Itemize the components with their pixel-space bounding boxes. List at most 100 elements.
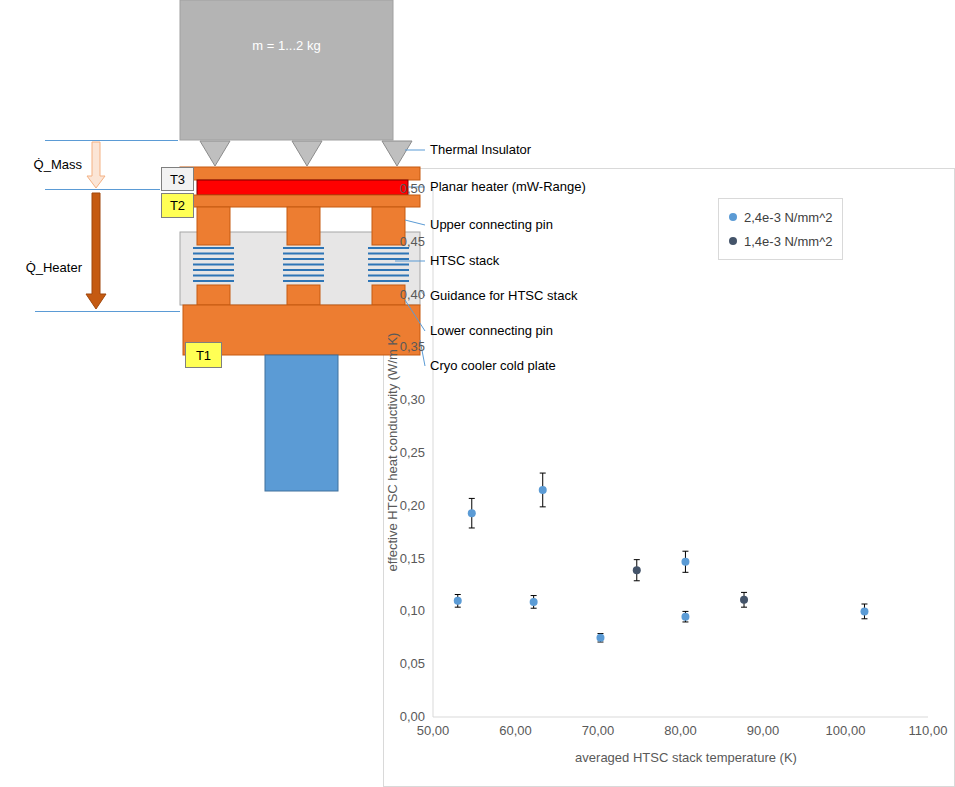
- chart-frame: [384, 169, 955, 787]
- error-bar: [861, 604, 867, 619]
- node-text: T3: [170, 172, 185, 187]
- tick-label: 0,20: [400, 498, 425, 514]
- axis-title: effective HTSC heat conductivity (W/m K): [385, 333, 401, 572]
- data-point: [530, 598, 538, 606]
- htsc-tape: [283, 258, 324, 260]
- heat-flow-arrow: [86, 193, 106, 309]
- reference-line: [45, 189, 160, 190]
- error-bar: [455, 595, 461, 608]
- htsc-tape: [283, 263, 324, 265]
- htsc-tape: [368, 280, 409, 282]
- sensor-box: T3: [161, 167, 194, 191]
- htsc-tape: [193, 263, 234, 265]
- upper-connecting-pin: [287, 207, 320, 245]
- error-bar: [741, 592, 747, 607]
- part-label: Planar heater (mW-Range): [430, 179, 586, 195]
- error-bar: [597, 634, 603, 642]
- x-axis: [433, 717, 928, 718]
- node-text: m = 1...2 kg: [252, 38, 320, 53]
- tick-label: 90,00: [747, 723, 780, 739]
- lower-connecting-pin: [287, 285, 320, 305]
- part-label: Lower connecting pin: [430, 323, 553, 339]
- htsc-tape: [283, 269, 324, 271]
- error-bar: [682, 611, 688, 622]
- error-bar: [531, 596, 537, 609]
- cryo-cooler: [265, 355, 338, 491]
- heat-flow-arrow: [87, 142, 105, 188]
- part-label: Upper connecting pin: [430, 217, 553, 233]
- chart-legend: 2,4e-3 N/mm^2 1,4e-3 N/mm^2: [718, 198, 843, 260]
- htsc-tape: [193, 252, 234, 254]
- htsc-tape: [193, 280, 234, 282]
- upper-connecting-pin: [197, 207, 230, 245]
- sensor-box: T2: [161, 193, 194, 218]
- legend-entry: 2,4e-3 N/mm^2: [729, 205, 832, 229]
- node-text: T1: [196, 348, 211, 363]
- tick-label: 0,15: [400, 551, 425, 567]
- data-point: [740, 596, 748, 604]
- heater-base-plate: [180, 195, 420, 207]
- tick-label: 0,00: [400, 709, 425, 725]
- legend-swatch: [729, 237, 737, 245]
- thermal-insulator: [200, 141, 230, 166]
- tick-label: 0,35: [400, 340, 425, 356]
- htsc-tape: [283, 252, 324, 254]
- reference-line: [35, 311, 180, 312]
- tick-label: 0,40: [400, 287, 425, 303]
- legend-text: 1,4e-3 N/mm^2: [744, 234, 832, 249]
- planar-heater: [197, 180, 408, 195]
- error-bar: [540, 473, 546, 507]
- mass-block: [180, 0, 393, 140]
- tick-label: 0,10: [400, 604, 425, 620]
- tick-label: 0,05: [400, 656, 425, 672]
- data-point: [633, 566, 641, 574]
- tick-label: 80,00: [664, 723, 697, 739]
- thermal-insulator: [292, 141, 322, 166]
- node-text: T2: [170, 198, 185, 213]
- htsc-tape: [368, 258, 409, 260]
- tick-label: 70,00: [582, 723, 615, 739]
- data-point: [454, 597, 462, 605]
- tick-label: 0,25: [400, 445, 425, 461]
- tick-label: 60,00: [499, 723, 532, 739]
- part-label: Cryo cooler cold plate: [430, 358, 556, 374]
- htsc-tape: [193, 258, 234, 260]
- htsc-tape: [283, 274, 324, 276]
- htsc-tape: [193, 247, 234, 249]
- htsc-stacks: [193, 248, 409, 281]
- legend-text: 2,4e-3 N/mm^2: [744, 210, 832, 225]
- tick-label: 0,45: [400, 234, 425, 250]
- axis-title: averaged HTSC stack temperature (K): [575, 750, 797, 766]
- error-bar: [634, 560, 640, 581]
- error-bar: [469, 498, 475, 528]
- heat-flow-label: Q̇_Mass: [34, 157, 82, 173]
- tick-label: 110,00: [909, 723, 948, 739]
- mass-label-box: m = 1...2 kg: [180, 0, 393, 90]
- thermal-insulator: [382, 141, 412, 166]
- scatter-chart: [433, 189, 928, 717]
- htsc-tape: [193, 274, 234, 276]
- tick-label: 100,00: [826, 723, 866, 739]
- part-label: Thermal Insulator: [430, 142, 531, 158]
- heat-flow-label: Q̇_Heater: [26, 260, 82, 276]
- tick-label: 0,50: [400, 181, 425, 197]
- tick-label: 50,00: [417, 723, 450, 739]
- part-label: Guidance for HTSC stack: [430, 288, 577, 304]
- data-point: [468, 509, 476, 517]
- tick-label: 0,30: [400, 392, 425, 408]
- part-label: HTSC stack: [430, 253, 499, 269]
- htsc-tape: [368, 274, 409, 276]
- data-point: [539, 486, 547, 494]
- error-bar: [682, 551, 688, 572]
- htsc-tape: [368, 269, 409, 271]
- sensor-box: T1: [185, 342, 222, 368]
- htsc-tape: [368, 252, 409, 254]
- data-point: [596, 634, 604, 642]
- legend-entry: 1,4e-3 N/mm^2: [729, 229, 832, 253]
- data-point: [681, 558, 689, 566]
- data-point: [681, 613, 689, 621]
- htsc-tape: [193, 269, 234, 271]
- htsc-tape: [283, 247, 324, 249]
